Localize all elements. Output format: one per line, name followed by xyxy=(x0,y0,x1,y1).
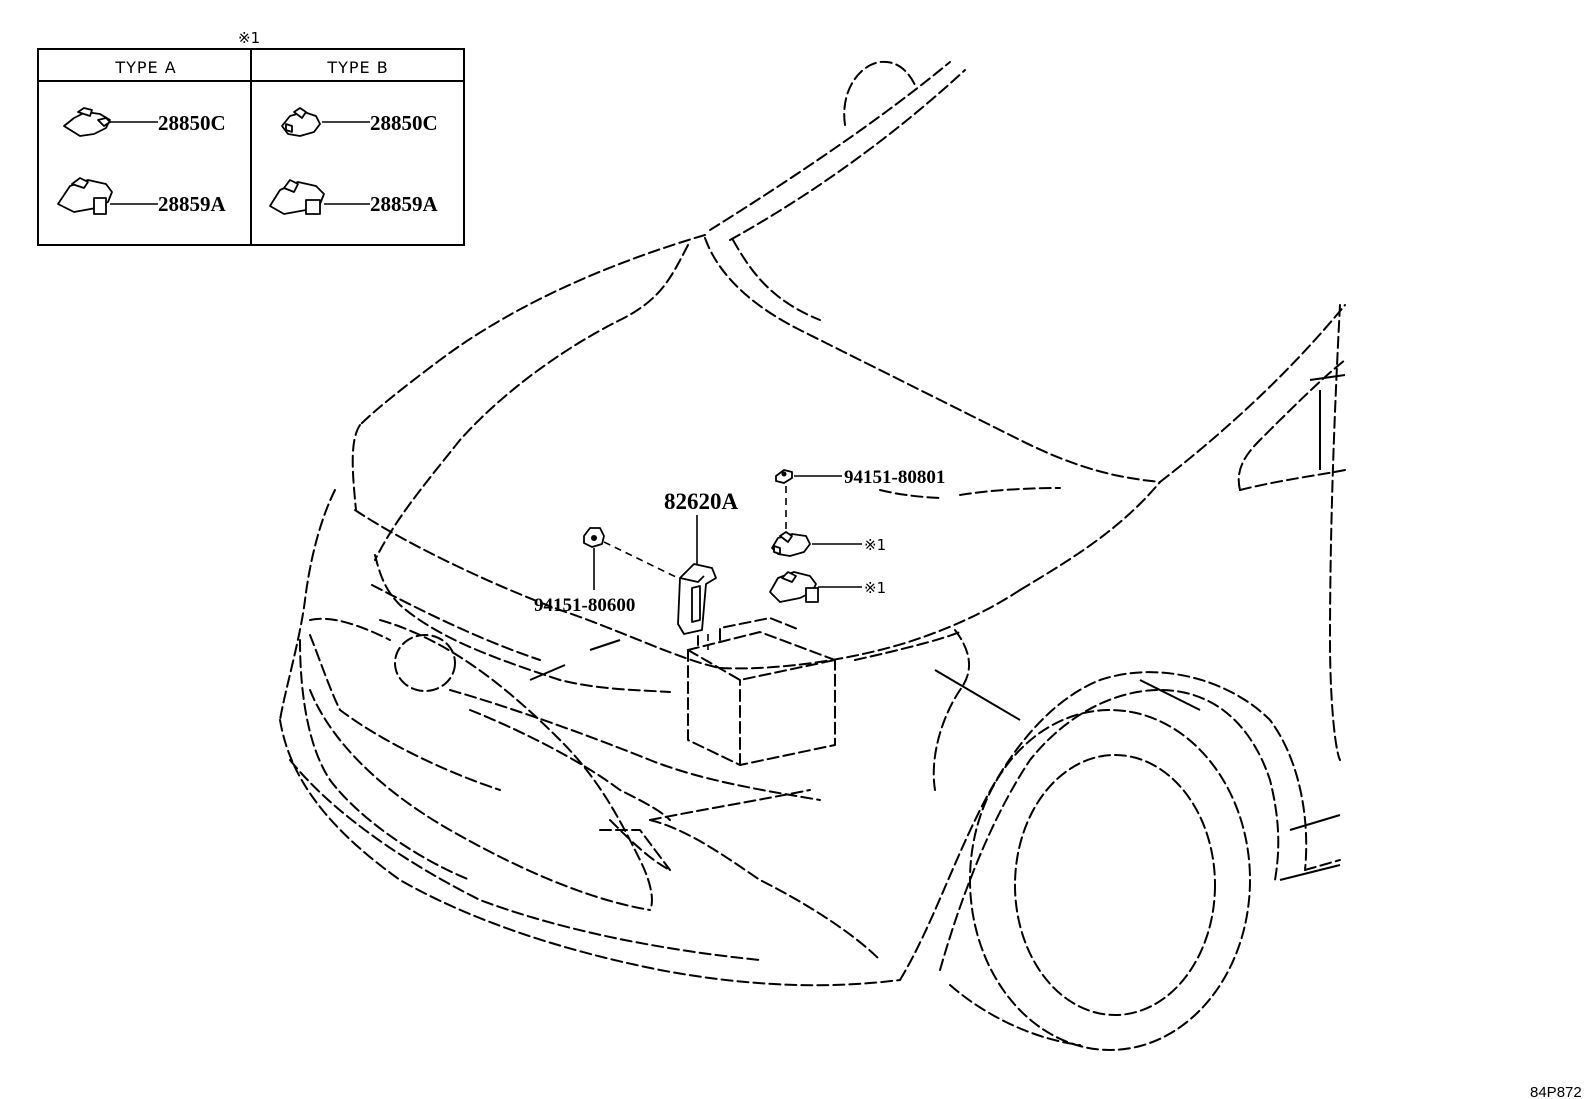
clamp-upper-icon xyxy=(771,531,811,557)
type-b-part-1: 28850C xyxy=(370,111,438,135)
bolt-top-icon xyxy=(775,469,793,484)
type-a-part-1: 28850C xyxy=(158,111,226,135)
legend-table: ※1 TYPE A TYPE B 28850C 28859A 28850C xyxy=(37,29,465,246)
type-b-part-2: 28859A xyxy=(370,192,439,216)
bracket-lower-icon xyxy=(769,571,819,603)
type-a-clamp-icon xyxy=(63,107,111,137)
drawing-code: 84P872 xyxy=(1530,1084,1582,1099)
hold-down-bracket-icon xyxy=(677,563,717,635)
ref-mark-lower: ※1 xyxy=(864,579,886,597)
bolt-top-label: 94151-80801 xyxy=(844,467,945,488)
battery xyxy=(687,617,836,766)
type-b-bracket-icon xyxy=(269,179,325,215)
bolt-left-icon xyxy=(583,527,605,548)
type-b-clamp-icon xyxy=(281,107,321,137)
vehicle-outline xyxy=(279,60,1346,1051)
legend-marker: ※1 xyxy=(238,29,260,47)
type-a-header: TYPE A xyxy=(114,58,176,77)
type-a-part-2: 28859A xyxy=(158,192,227,216)
type-a-bracket-icon xyxy=(57,177,113,215)
ref-mark-upper: ※1 xyxy=(864,536,886,554)
bracket-label: 82620A xyxy=(664,489,739,514)
type-b-header: TYPE B xyxy=(326,58,388,77)
bolt-left-label: 94151-80600 xyxy=(534,595,635,616)
